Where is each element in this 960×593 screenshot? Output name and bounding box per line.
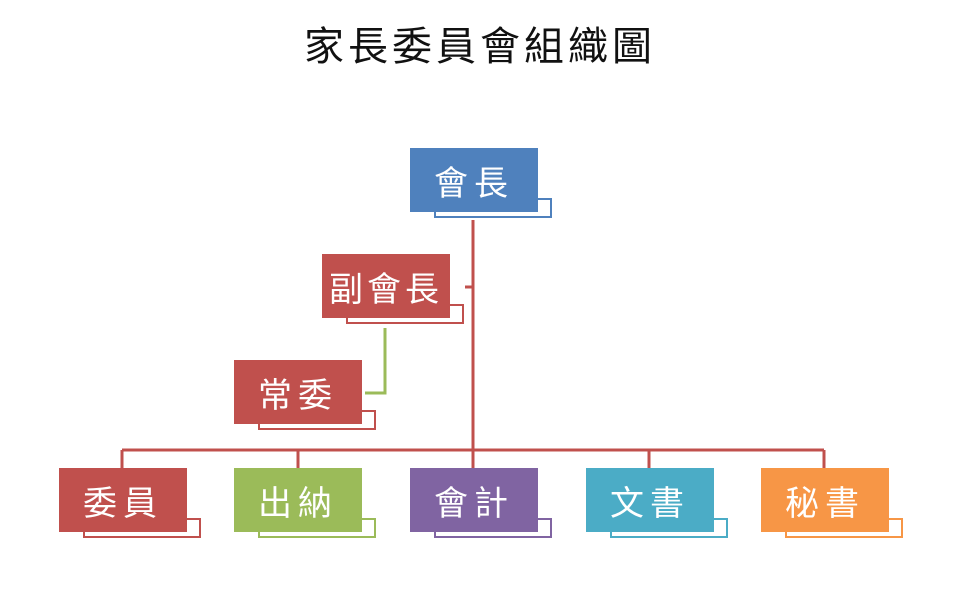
chart-title: 家長委員會組織圖	[304, 24, 656, 70]
node-president-label: 會長	[410, 148, 538, 212]
node-accountant-label: 會計	[410, 468, 538, 532]
node-clerk-label: 文書	[586, 468, 714, 532]
node-vice-president-label: 副會長	[322, 254, 450, 318]
node-standing-committee-label: 常委	[234, 360, 362, 424]
node-cashier-label: 出納	[234, 468, 362, 532]
node-committee-member-label: 委員	[59, 468, 187, 532]
node-secretary-label: 秘書	[761, 468, 889, 532]
connector-standing-committee	[365, 328, 387, 395]
